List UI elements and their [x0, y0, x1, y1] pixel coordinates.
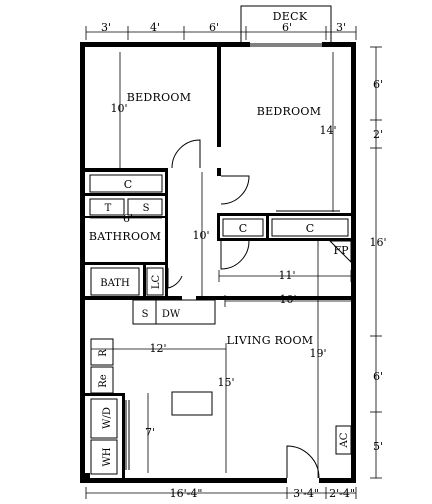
- dim-right-11: 11': [278, 269, 295, 282]
- closet-right-label: C: [306, 222, 314, 235]
- dim-right-6b: 6': [373, 370, 383, 383]
- bathroom-label: BATHROOM: [89, 230, 161, 243]
- closet-right-outline: [271, 218, 349, 237]
- toilet-outline: [89, 198, 125, 216]
- linen-closet-outline: [146, 267, 164, 296]
- living-10-line: [224, 295, 351, 307]
- closet-left-label: C: [124, 178, 132, 191]
- table: [171, 391, 213, 416]
- refrigerator-label: Re: [98, 374, 109, 388]
- dim-living-10: 10': [279, 293, 296, 306]
- refrigerator-outline: [90, 366, 114, 394]
- bath-outline: [90, 267, 140, 296]
- dim-hall-10: 10': [192, 229, 209, 242]
- fireplace: [328, 240, 352, 264]
- linen-closet-door: [167, 268, 183, 289]
- dim-top-6a: 6': [209, 21, 219, 34]
- dim-top-3b: 3': [336, 21, 346, 34]
- dim-bedroom-right-height: 14': [319, 124, 336, 137]
- closet-mid-label: C: [239, 222, 247, 235]
- washer-dryer-outline: [90, 398, 118, 439]
- shower-label: S: [143, 203, 150, 214]
- dim-right-5: 5': [373, 440, 383, 453]
- exterior-walls: [80, 42, 356, 483]
- dim-bedroom-left-height: 10': [110, 102, 127, 115]
- closet-left-outline: [89, 174, 163, 193]
- bedroom-right-door: [220, 175, 250, 205]
- dim-top-3a: 3': [101, 21, 111, 34]
- washer-dryer-label: W/D: [102, 407, 113, 429]
- bedroom-left-label: BEDROOM: [127, 91, 192, 104]
- deck-sliding-door: [250, 43, 322, 47]
- dim-right-16: 16': [369, 236, 386, 249]
- dim-top-4: 4': [150, 21, 160, 34]
- kitchen-12-line: [91, 343, 227, 473]
- dim-kitchen-12: 12': [149, 342, 166, 355]
- dim-bottom-2-4: 2'-4": [329, 487, 355, 500]
- dim-living-15: 15': [217, 376, 234, 389]
- bedroom-right-label: BEDROOM: [257, 105, 322, 118]
- bedroom-left-door: [171, 139, 201, 169]
- dim-utility-7: 7': [145, 426, 155, 439]
- right-dimension-line: [370, 46, 382, 479]
- top-dimension-line: [85, 26, 357, 40]
- bottom-dimension-line: [85, 487, 357, 499]
- water-heater-label: WH: [102, 447, 113, 466]
- dim-right-6a: 6': [373, 78, 383, 91]
- front-door: [286, 445, 320, 479]
- dim-bath-width: 6': [123, 212, 133, 225]
- dim-living-19: 19': [309, 347, 326, 360]
- dishwasher-label: DW: [162, 309, 181, 320]
- range-outline: [90, 338, 114, 366]
- hall-door: [220, 240, 250, 270]
- dim-11-line: [218, 270, 352, 282]
- shower-outline: [127, 198, 163, 216]
- linen-closet-label: LC: [151, 275, 162, 290]
- water-heater-outline: [90, 439, 118, 475]
- range-label: R: [98, 349, 109, 357]
- fireplace-label: FP: [333, 244, 349, 257]
- dim-bottom-16-4: 16'-4": [170, 487, 203, 500]
- dim-top-6b: 6': [282, 21, 292, 34]
- kitchen-counter: [132, 299, 216, 325]
- deck-label: DECK: [273, 10, 308, 23]
- sink-label: S: [142, 309, 149, 320]
- toilet-label: T: [105, 203, 112, 214]
- ac-outline: [335, 425, 352, 455]
- dim-right-2: 2': [373, 128, 383, 141]
- ac-label: AC: [339, 432, 350, 448]
- closet-mid-outline: [222, 218, 264, 237]
- living-room-label: LIVING ROOM: [227, 334, 314, 347]
- dim-bottom-3-4: 3'-4": [293, 487, 319, 500]
- bath-label: BATH: [100, 278, 130, 289]
